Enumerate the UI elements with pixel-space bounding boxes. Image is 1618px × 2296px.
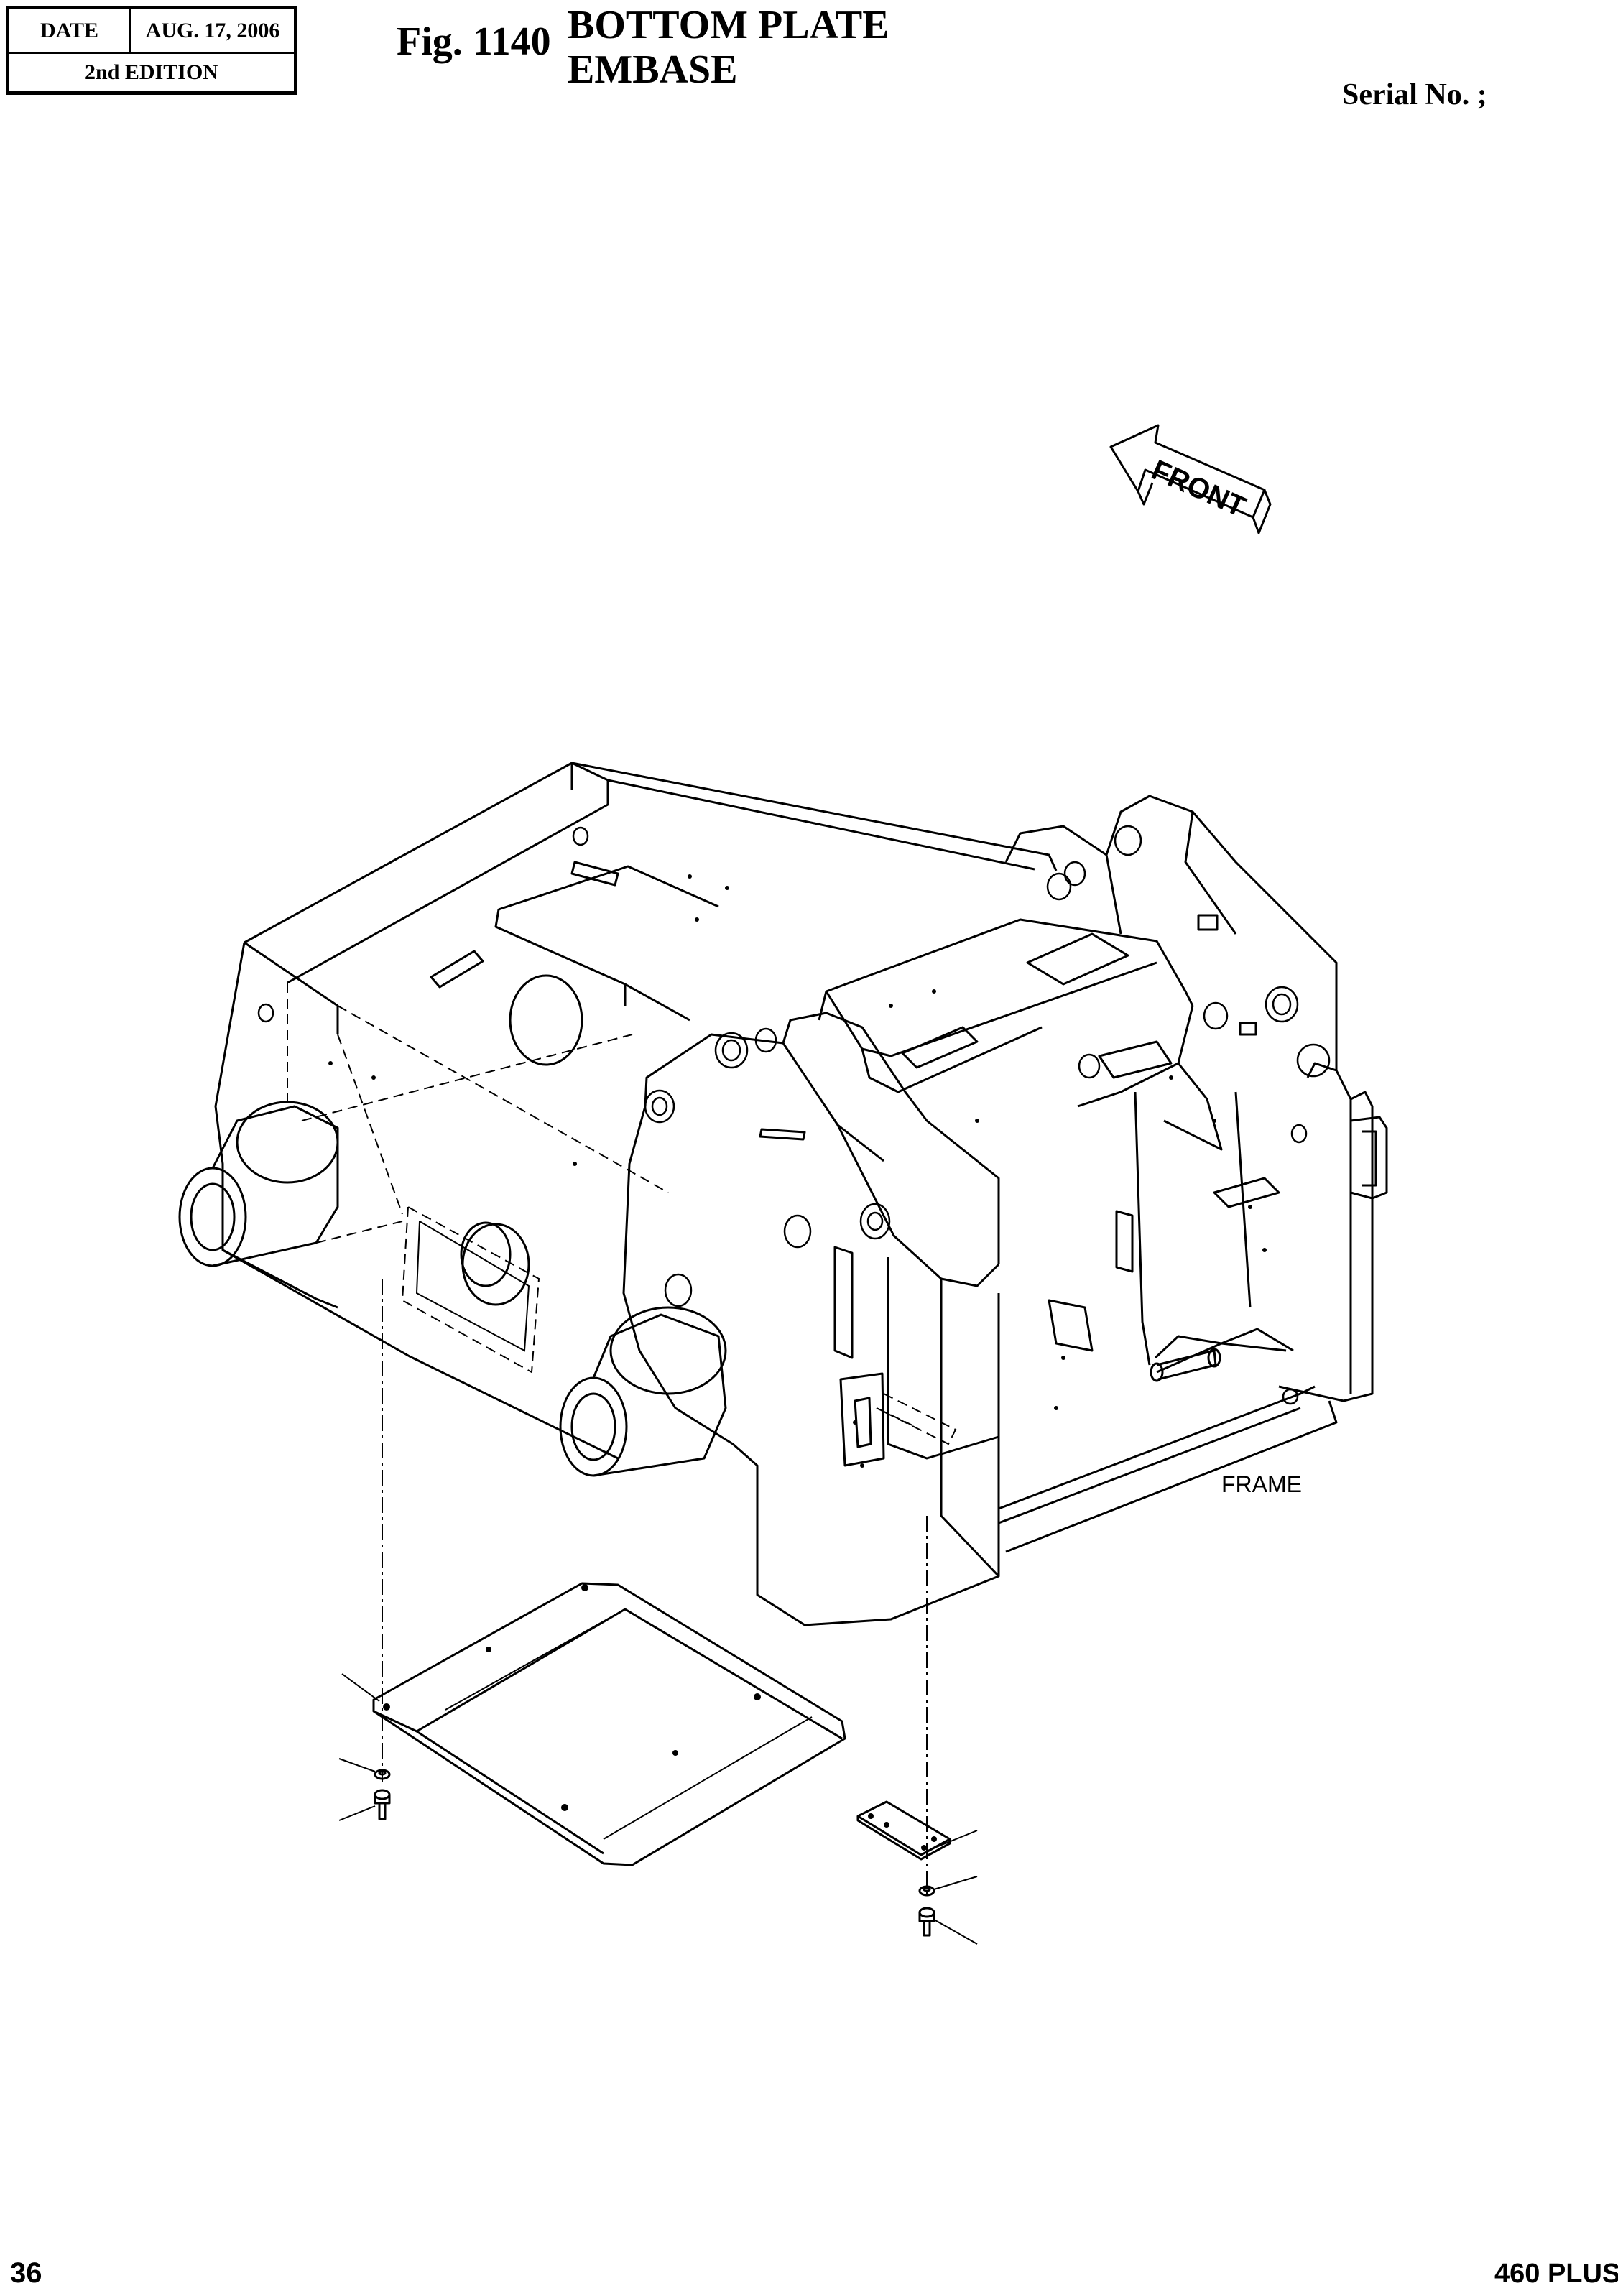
bottom-plate-icon: [372, 1582, 846, 1866]
model-name: 460 PLUS: [1494, 2259, 1618, 2289]
serial-number: Serial No. ;: [1342, 78, 1487, 111]
edition-label: 2nd EDITION: [85, 60, 218, 84]
hidden-lines: [287, 983, 957, 1445]
figure-title-line1: BOTTOM PLATE: [568, 3, 889, 47]
bolt-left-icon: [374, 1789, 391, 1820]
assembly-center-lines: [382, 1279, 928, 1897]
page-number: 36: [10, 2257, 42, 2289]
date-row: DATE AUG. 17, 2006: [9, 9, 294, 54]
frame-holes: [257, 825, 1331, 1468]
right-cone-icon: [559, 1306, 727, 1477]
access-panel-icon: [401, 1206, 540, 1374]
cylinder-icon: [1150, 1348, 1221, 1382]
figure-title-line2: EMBASE: [568, 47, 738, 92]
left-cone-icon: [178, 1101, 339, 1267]
edition-info-box: DATE AUG. 17, 2006 2nd EDITION: [6, 6, 297, 95]
washer-left-icon: [374, 1769, 391, 1780]
frame-label: FRAME: [1221, 1471, 1302, 1497]
date-label: DATE: [9, 9, 131, 52]
figure-title: BOTTOM PLATE EMBASE: [568, 3, 889, 92]
frame-icon: [214, 762, 1388, 1626]
frame-slots: [430, 861, 1280, 1467]
figure-number: Fig. 1140: [397, 19, 551, 64]
washer-right-icon: [918, 1885, 935, 1897]
front-arrow-icon: FRONT: [1109, 424, 1272, 534]
leader-lines: [338, 1673, 978, 1945]
front-arrow-label: FRONT: [1147, 454, 1250, 523]
date-value: AUG. 17, 2006: [145, 19, 280, 42]
bolt-right-icon: [918, 1907, 935, 1937]
small-plate-icon: [856, 1800, 951, 1861]
